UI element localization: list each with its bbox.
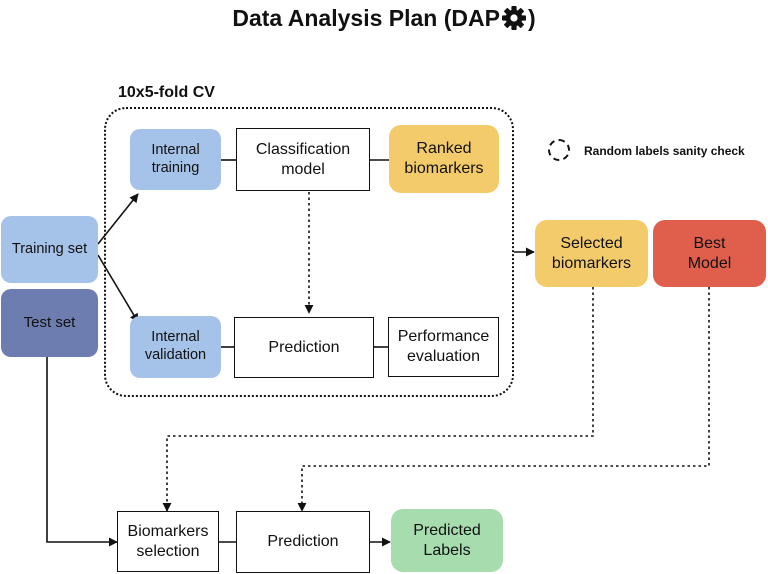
arrow-test-to-biomarkers-selection [46,357,118,547]
arrow-training-to-internal-validation [97,254,139,323]
internal-training-line1: Internal [151,141,200,158]
prediction-final-node: Prediction [236,511,370,573]
predicted-labels-line2: Labels [423,541,471,559]
predicted-labels-line1: Predicted [413,521,481,539]
prediction-cv-node: Prediction [234,317,374,378]
internal-validation-line2: validation [144,347,207,363]
test-set-label: Test set [23,313,76,331]
classification-model-line2: model [281,160,325,178]
selected-biomarkers-node: Selected biomarkers [535,220,648,287]
title-text-end: ) [527,5,536,31]
selected-biomarkers-line1: Selected [560,234,623,252]
internal-validation-line1: Internal [151,329,200,346]
internal-training-node: Internal training [130,129,221,190]
biomarkers-selection-line1: Biomarkers [127,522,209,540]
biomarkers-selection-line2: selection [136,542,200,560]
internal-validation-node: Internal validation [130,316,221,378]
cv-frame [104,107,514,397]
ranked-biomarkers-line2: biomarkers [404,160,484,177]
performance-evaluation-line2: evaluation [407,348,480,365]
ranked-biomarkers-node: Ranked biomarkers [389,125,499,193]
selected-biomarkers-line2: biomarkers [551,254,632,272]
dashed-circle-icon [548,139,570,161]
best-model-node: Best Model [653,220,766,287]
prediction-cv-label: Prediction [268,338,340,356]
predicted-labels-node: Predicted Labels [391,509,503,572]
internal-training-line2: training [151,159,200,176]
prediction-final-label: Prediction [267,533,339,551]
sanity-check-legend: Random labels sanity check [548,138,768,166]
ranked-biomarkers-line1: Ranked [416,140,472,158]
title-text: Data Analysis Plan (DAP [232,5,500,31]
diagram-title: Data Analysis Plan (DAP ) [0,4,768,32]
dotted-arrow-model-to-final-prediction [297,287,710,512]
dotted-arrow-selected-to-selection [162,287,594,512]
performance-evaluation-line1: Performance [397,328,490,346]
training-set-node: Training set [1,216,98,283]
sanity-check-label: Random labels sanity check [584,144,745,158]
best-model-line2: Model [687,254,732,272]
gear-icon [501,6,526,30]
classification-model-line1: Classification [255,140,351,158]
cv-label: 10x5-fold CV [118,84,215,101]
training-set-label: Training set [11,240,88,257]
classification-model-node: Classification model [236,128,370,191]
test-set-node: Test set [1,289,98,357]
arrow-training-to-internal-training [97,193,139,245]
best-model-line1: Best [693,234,726,252]
biomarkers-selection-node: Biomarkers selection [117,511,219,572]
performance-evaluation-node: Performance evaluation [388,317,499,377]
